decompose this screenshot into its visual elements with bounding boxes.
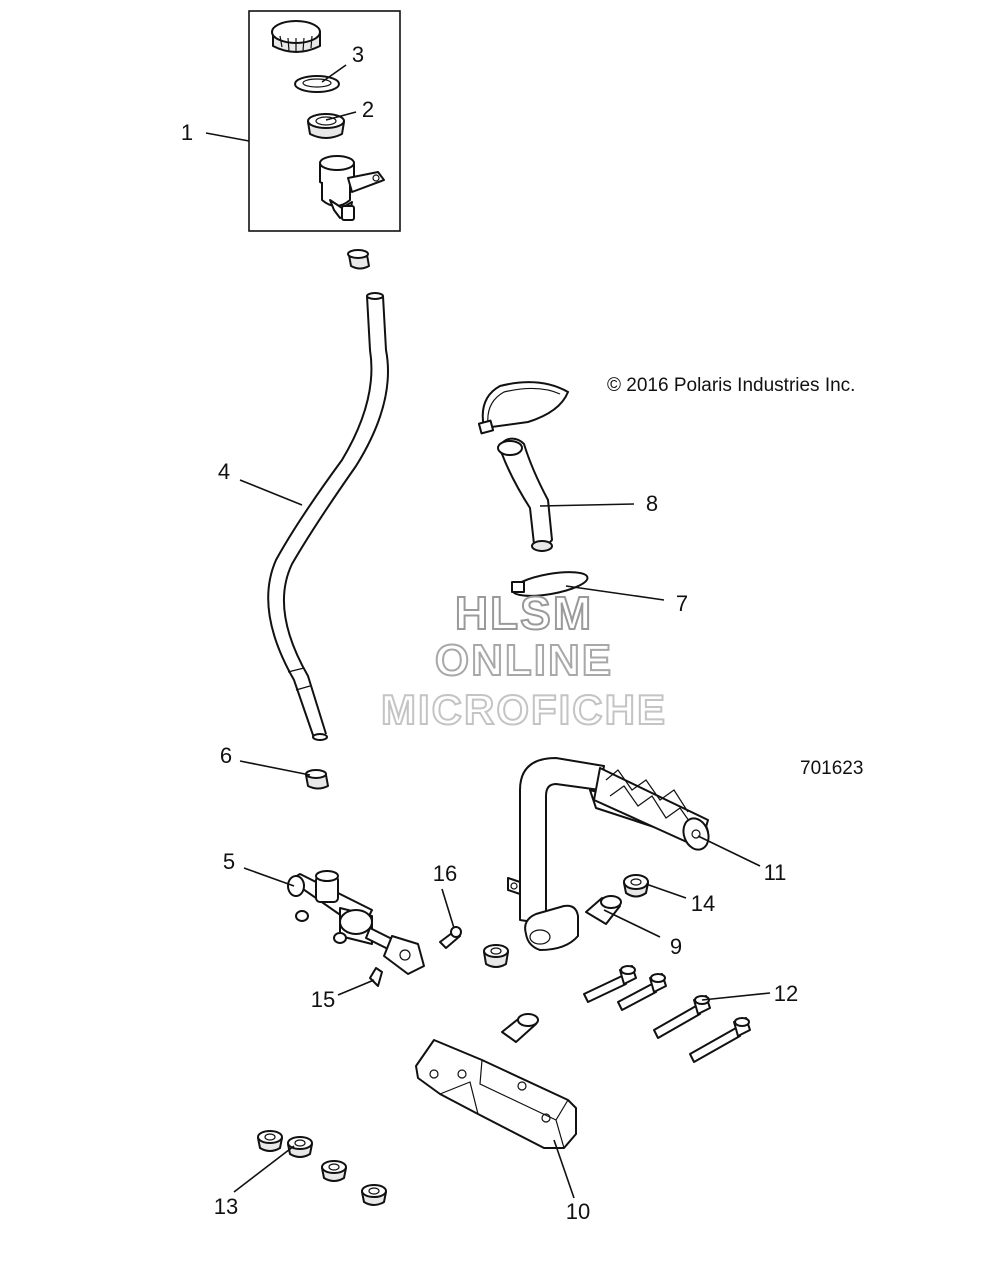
- bolt-a: [583, 965, 637, 1003]
- band-clamp-lower: [511, 571, 589, 597]
- callout-15: 15: [310, 987, 336, 1012]
- reservoir-seal: [307, 113, 345, 139]
- callout-5: 5: [222, 849, 236, 874]
- callout-8: 8: [645, 491, 659, 516]
- callout-3: 3: [351, 42, 365, 67]
- pedal-bracket: [415, 1039, 577, 1149]
- pivot-bushing: [585, 895, 622, 925]
- callout-2: 2: [361, 97, 375, 122]
- callout-4: 4: [217, 459, 231, 484]
- copyright-notice: © 2016 Polaris Industries Inc.: [607, 375, 856, 396]
- callout-14: 14: [690, 891, 716, 916]
- callout-16: 16: [432, 861, 458, 886]
- cap-diaphragm: [294, 75, 340, 93]
- callout-7: 7: [675, 591, 689, 616]
- callout-12: 12: [773, 981, 799, 1006]
- clevis-pin: [439, 926, 462, 949]
- callout-6: 6: [219, 743, 233, 768]
- bolt-c: [653, 995, 711, 1039]
- bolt-d: [689, 1017, 751, 1063]
- pivot-nut: [623, 874, 649, 898]
- cotter-clip: [369, 967, 383, 987]
- washer: [483, 944, 509, 968]
- hose-clamp-upper: [347, 249, 370, 270]
- callout-11: 11: [763, 860, 787, 885]
- reservoir-body: [319, 155, 385, 221]
- band-clamp-upper: [477, 381, 570, 435]
- diagram-number: 701623: [800, 758, 864, 779]
- brake-pedal: [507, 757, 710, 951]
- callout-1: 1: [180, 120, 194, 145]
- watermark-line-2: ONLINE: [434, 635, 614, 686]
- callout-9: 9: [669, 934, 683, 959]
- leader-lines: [205, 64, 771, 1199]
- reservoir-hose: [497, 437, 553, 552]
- assembly-box: [248, 10, 401, 232]
- spacer: [501, 1013, 539, 1043]
- flange-nut-d: [361, 1184, 387, 1206]
- brake-hose: [267, 292, 389, 741]
- watermark-line-1: HLSM: [454, 586, 594, 640]
- flange-nut-a: [257, 1130, 283, 1152]
- master-cylinder: [287, 870, 425, 975]
- reservoir-cap: [271, 20, 321, 53]
- callout-10: 10: [565, 1199, 591, 1224]
- flange-nut-c: [321, 1160, 347, 1182]
- callout-13: 13: [213, 1194, 239, 1219]
- hose-clamp-lower: [305, 769, 329, 790]
- bolt-b: [617, 973, 667, 1011]
- watermark-line-3: MICROFICHE: [380, 685, 667, 734]
